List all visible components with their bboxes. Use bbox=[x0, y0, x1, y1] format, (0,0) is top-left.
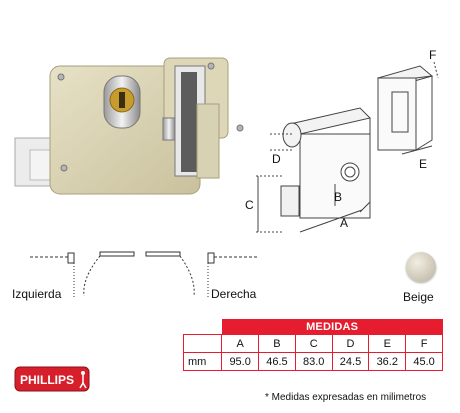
color-name: Beige bbox=[403, 290, 434, 304]
value-b: 46.5 bbox=[258, 352, 296, 371]
dimension-c-label: C bbox=[245, 198, 254, 212]
dimension-labels: A B C D E F bbox=[245, 48, 436, 230]
column-header-f: F bbox=[405, 334, 443, 353]
value-e: 36.2 bbox=[368, 352, 407, 371]
dimension-a-label: A bbox=[340, 216, 348, 230]
value-d: 24.5 bbox=[331, 352, 370, 371]
measurements-table: MEDIDAS A B C D E F mm 95.0 46.5 83.0 24… bbox=[182, 319, 443, 371]
unit-cell: mm bbox=[182, 352, 223, 371]
dimension-e-label: E bbox=[419, 157, 427, 171]
column-header-d: D bbox=[331, 334, 370, 353]
dimension-f-label: F bbox=[429, 48, 436, 62]
value-c: 83.0 bbox=[294, 352, 333, 371]
table-title: MEDIDAS bbox=[221, 319, 443, 335]
dimension-b-label: B bbox=[334, 190, 342, 204]
column-header-b: B bbox=[258, 334, 296, 353]
footnote: * Medidas expresadas en milimetros bbox=[265, 392, 427, 403]
table-values-row: mm 95.0 46.5 83.0 24.5 36.2 45.0 bbox=[182, 352, 443, 371]
value-f: 45.0 bbox=[405, 352, 443, 371]
color-swatch bbox=[406, 252, 436, 282]
svg-text:PHILLIPS: PHILLIPS bbox=[20, 373, 74, 387]
person-icon bbox=[79, 371, 87, 389]
orientation-left-label: Izquierda bbox=[12, 287, 62, 301]
technical-drawing-lock bbox=[256, 61, 439, 233]
orientation-right-label: Derecha bbox=[211, 287, 257, 301]
column-header-a: A bbox=[221, 334, 260, 353]
door-orientation-diagrams bbox=[30, 251, 258, 297]
dimension-d-label: D bbox=[272, 152, 281, 166]
column-header-e: E bbox=[368, 334, 407, 353]
product-illustration: A B C D E F bbox=[14, 48, 439, 297]
table-header-row: A B C D E F bbox=[182, 334, 443, 353]
lock-photo bbox=[14, 57, 244, 195]
phillips-logo: PHILLIPS bbox=[14, 366, 90, 392]
header-empty bbox=[182, 334, 223, 353]
column-header-c: C bbox=[294, 334, 333, 353]
value-a: 95.0 bbox=[221, 352, 260, 371]
